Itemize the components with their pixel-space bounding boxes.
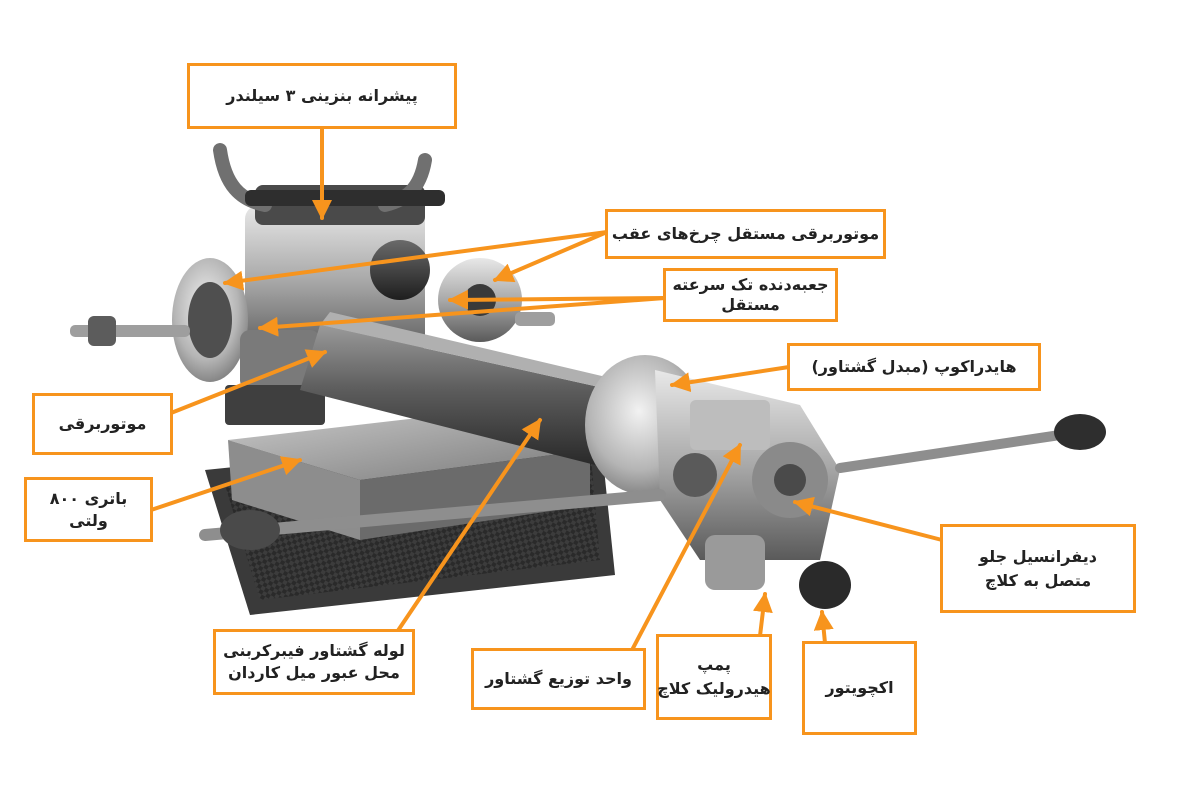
leader-lines <box>149 126 944 652</box>
label-battery-line2: ولتی <box>69 510 108 530</box>
label-electric-motor-text: موتوربرقی <box>58 414 147 433</box>
gear-ring <box>673 453 717 497</box>
front-halfshaft-right <box>835 430 1065 473</box>
label-engine-text: پیشرانه بنزینی ۳ سیلندر <box>226 86 418 105</box>
label-gearbox-line2: مستقل <box>721 295 780 314</box>
leader-carbon-tube <box>395 418 542 634</box>
hydraulic-pump <box>705 535 765 590</box>
front-cv-joint-right <box>1054 414 1106 450</box>
turbo <box>370 240 430 300</box>
front-differential-hub <box>774 464 806 496</box>
label-hydrocoupe: هایدراکوپ (مبدل گشتاور) <box>787 343 1041 391</box>
motor-housing <box>225 385 325 425</box>
label-pump-line2: هیدرولیک کلاچ <box>657 679 771 698</box>
label-carbon-tube-line1: لوله گشتاور فیبرکربنی <box>223 641 405 661</box>
carbon-torque-tube-top <box>320 312 640 395</box>
label-battery: باتری ۸۰۰ ولتی <box>24 477 153 542</box>
leader-actuator <box>813 610 834 645</box>
label-torque-unit-text: واحد توزیع گشتاور <box>485 669 632 688</box>
leader-electric-motor <box>169 349 327 415</box>
leader-rear-motor-b <box>493 230 609 283</box>
leader-torque-unit <box>630 443 742 652</box>
label-battery-line1: باتری ۸۰۰ <box>49 488 128 508</box>
valve-body <box>690 400 770 450</box>
label-pump-line1: پمپ <box>697 655 731 674</box>
label-gearbox: جعبه‌دنده تک سرعته مستقل <box>663 268 838 322</box>
label-differential-line1: دیفرانسیل جلو <box>979 546 1097 566</box>
leader-gearbox-b <box>258 296 667 337</box>
battery-pack-side <box>228 440 360 540</box>
rear-halfshaft-right <box>515 312 555 326</box>
label-actuator-text: اکچویتور <box>825 678 894 697</box>
leader-differential <box>793 496 944 542</box>
label-electric-motor: موتوربرقی <box>32 393 173 455</box>
leader-battery <box>149 456 302 512</box>
leader-gearbox-a <box>448 289 667 310</box>
label-hydrocoupe-text: هایدراکوپ (مبدل گشتاور) <box>811 357 1017 376</box>
label-differential: دیفرانسیل جلو متصل به کلاچ <box>940 524 1136 613</box>
electric-motor <box>240 330 320 390</box>
label-engine: پیشرانه بنزینی ۳ سیلندر <box>187 63 457 129</box>
label-rear-motor-text: موتوربرقی مستقل چرخ‌های عقب <box>611 224 880 243</box>
label-torque-unit: واحد توزیع گشتاور <box>471 648 646 710</box>
leader-pump <box>752 592 773 638</box>
leader-rear-motor-a <box>223 230 609 291</box>
rear-motor-disc-face <box>188 282 232 358</box>
label-differential-line2: متصل به کلاچ <box>984 570 1092 590</box>
intake-plenum <box>245 190 445 206</box>
rear-cv-joint-left <box>88 316 116 346</box>
front-cv-joint-left <box>220 510 280 550</box>
label-carbon-tube: لوله گشتاور فیبرکربنی محل عبور میل کاردا… <box>213 629 415 695</box>
leader-hydrocoupe <box>670 365 791 393</box>
front-halfshaft-left <box>199 489 666 541</box>
actuator-body <box>799 561 851 609</box>
label-carbon-tube-line2: محل عبور میل کاردان <box>228 663 400 682</box>
label-pump: پمپ هیدرولیک کلاچ <box>656 634 772 720</box>
label-actuator: اکچویتور <box>802 641 917 735</box>
carbon-torque-tube <box>300 325 635 470</box>
label-rear-motor: موتوربرقی مستقل چرخ‌های عقب <box>605 209 886 259</box>
label-gearbox-line1: جعبه‌دنده تک سرعته <box>672 275 829 294</box>
